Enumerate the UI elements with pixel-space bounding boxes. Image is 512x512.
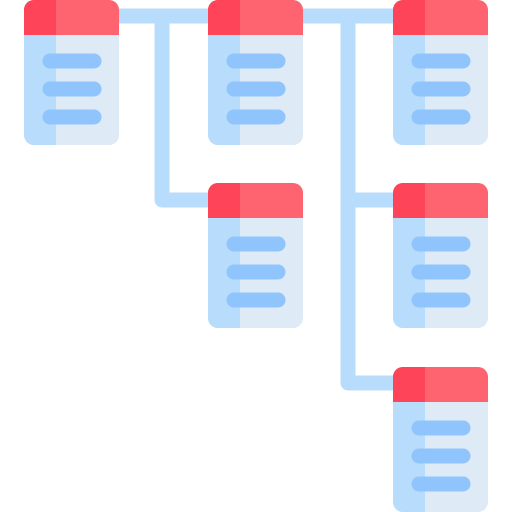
node-card-b1-body-group bbox=[393, 183, 488, 328]
node-card-root-header-shade bbox=[24, 0, 56, 35]
node-card-a-body-group bbox=[208, 0, 303, 145]
node-card-a-header-shade bbox=[208, 0, 240, 35]
node-card-root bbox=[24, 0, 119, 145]
node-card-b-header-shade bbox=[393, 0, 425, 35]
node-card-a1-header-shade bbox=[208, 183, 240, 218]
node-card-a1-body-group bbox=[208, 183, 303, 328]
node-cards bbox=[24, 0, 488, 512]
node-card-a bbox=[208, 0, 303, 145]
connector-root-to-a1 bbox=[154, 8, 216, 208]
node-card-b1 bbox=[393, 183, 488, 328]
node-card-a1 bbox=[208, 183, 303, 328]
node-card-b bbox=[393, 0, 488, 145]
node-card-b-body-group bbox=[393, 0, 488, 145]
node-card-b2-header-shade bbox=[393, 367, 425, 402]
node-card-b1-header-shade bbox=[393, 183, 425, 218]
node-card-b2 bbox=[393, 367, 488, 512]
connector-b-trunk bbox=[340, 8, 401, 391]
node-card-root-body-group bbox=[24, 0, 119, 145]
